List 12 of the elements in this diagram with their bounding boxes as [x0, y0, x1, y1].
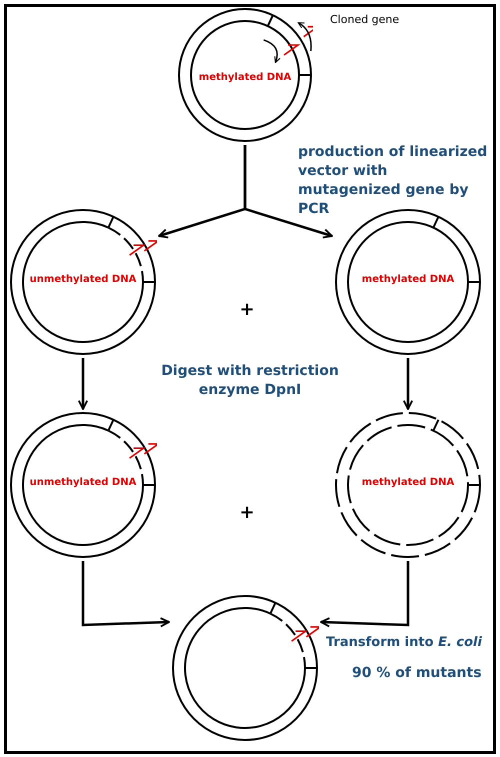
step-note: production of linearized vector with mutagenized gene by PCR — [298, 143, 488, 219]
plus-sign: + — [238, 503, 256, 522]
plus-sign: + — [238, 300, 256, 319]
dna-label: unmethylated DNA — [28, 477, 138, 488]
result-note: 90 % of mutants — [352, 664, 483, 683]
dna-label: unmethylated DNA — [28, 274, 138, 285]
dna-label: methylated DNA — [198, 72, 292, 83]
dna-label: methylated DNA — [360, 477, 456, 488]
part-label: Cloned gene — [330, 12, 400, 28]
step-note: Digest with restriction enzyme DpnI — [160, 362, 340, 400]
dna-label: methylated DNA — [360, 274, 456, 285]
step-note: Transform into E. coli — [326, 634, 483, 652]
